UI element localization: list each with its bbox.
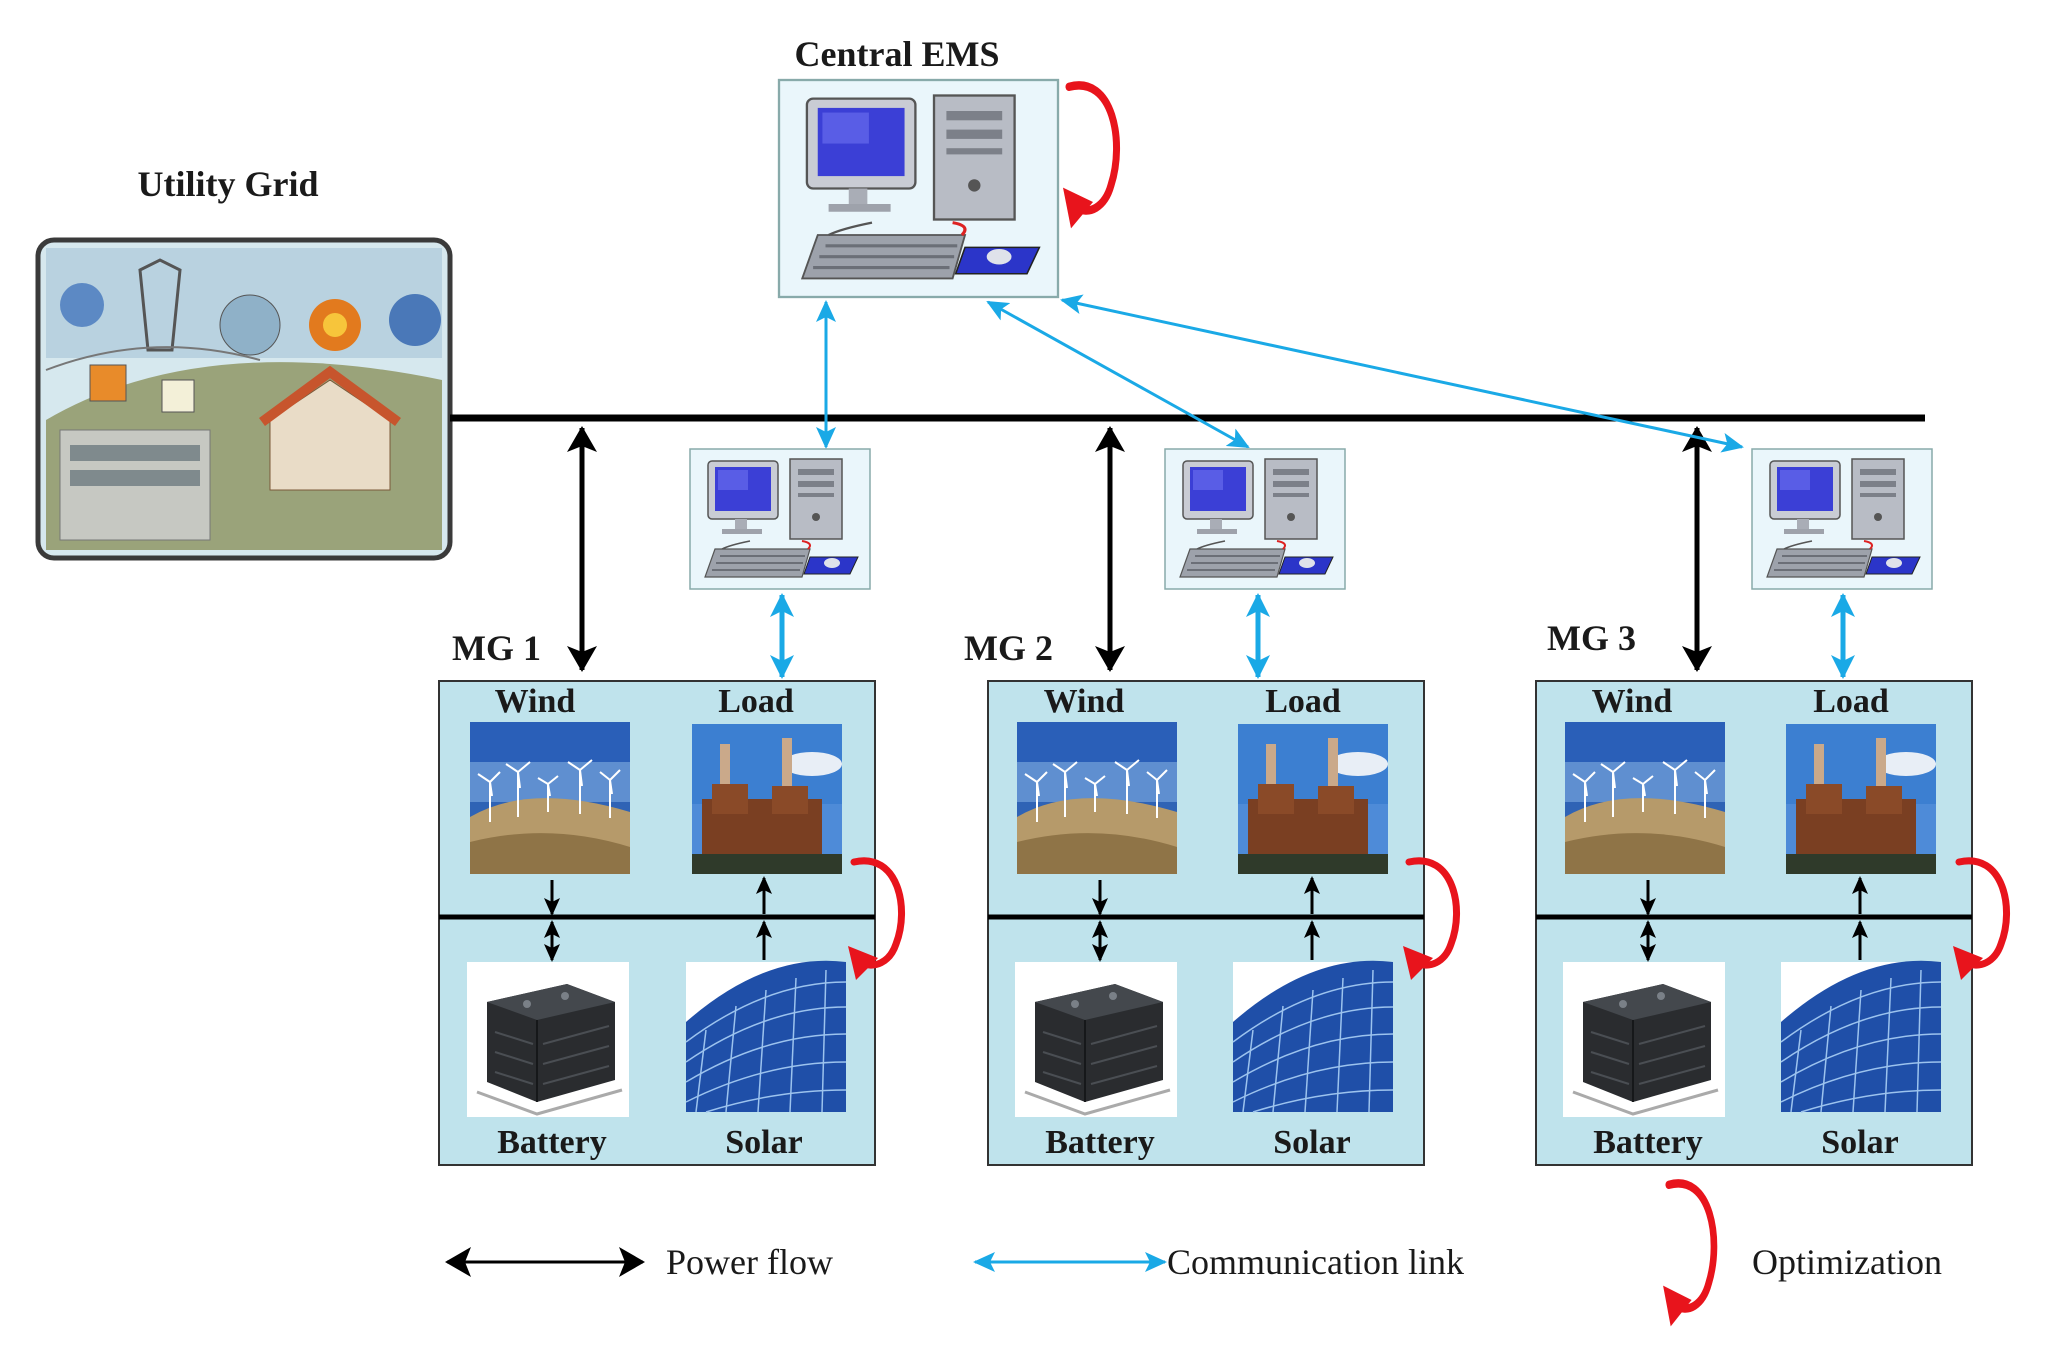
mg3-wind-image	[1564, 721, 1726, 875]
mg2-label: MG 2	[964, 628, 1053, 668]
mg3-solar-label: Solar	[1821, 1124, 1898, 1161]
mg1-label: MG 1	[452, 628, 541, 668]
mg3-wind-label: Wind	[1592, 683, 1673, 720]
comm-link-central-mg2	[986, 300, 1250, 449]
mg1-load-label: Load	[718, 683, 794, 720]
central-ems-label: Central EMS	[795, 34, 1000, 74]
mg3-load-label: Load	[1813, 683, 1889, 720]
comm-link-central-mg3	[1060, 294, 1744, 453]
mg1-wind-label: Wind	[495, 683, 576, 720]
mg2-load-image	[1238, 724, 1388, 874]
mg2-local-ems-computer-icon	[1164, 448, 1346, 590]
mg3-local-ems-computer-icon	[1751, 448, 1933, 590]
mg1-load-image	[692, 724, 842, 874]
mg2-battery-label: Battery	[1045, 1124, 1155, 1161]
mg1-solar-label: Solar	[725, 1124, 802, 1161]
mg1-local-ems-computer-icon	[689, 448, 871, 590]
mg2-load-label: Load	[1265, 683, 1341, 720]
mg2-solar-label: Solar	[1273, 1124, 1350, 1161]
utility-grid-label: Utility Grid	[138, 164, 319, 204]
mg1-solar-image	[685, 960, 847, 1113]
mg2-solar-image	[1232, 960, 1394, 1113]
mg2-battery-image	[1013, 960, 1179, 1119]
mg2-wind-label: Wind	[1044, 683, 1125, 720]
mg1-battery-label: Battery	[497, 1124, 607, 1161]
central-ems-computer-icon	[777, 78, 1060, 299]
legend-optimization-icon	[1663, 1183, 1714, 1326]
mg1-wind-image	[469, 721, 631, 875]
mg3-battery-label: Battery	[1593, 1124, 1703, 1161]
legend: Power flow Communication link Optimizati…	[445, 1183, 1942, 1326]
mg3-battery-image	[1561, 960, 1727, 1119]
mg3-load-image	[1786, 724, 1936, 874]
mg3-solar-image	[1780, 960, 1942, 1113]
utility-grid-image	[35, 237, 453, 561]
mg3-label: MG 3	[1547, 618, 1636, 658]
mg1-battery-image	[465, 960, 631, 1119]
legend-power-flow-label: Power flow	[666, 1242, 833, 1282]
microgrid-1: MG 1 Wind Load Battery Solar	[438, 628, 902, 1166]
microgrid-2: MG 2 Wind Load Battery Solar	[964, 628, 1457, 1166]
legend-communication-label: Communication link	[1167, 1242, 1464, 1282]
microgrid-3: MG 3 Wind Load Battery Solar	[1535, 618, 2007, 1166]
mg2-wind-image	[1016, 721, 1178, 875]
legend-optimization-label: Optimization	[1752, 1242, 1942, 1282]
central-ems-optimization-icon	[1063, 85, 1117, 228]
